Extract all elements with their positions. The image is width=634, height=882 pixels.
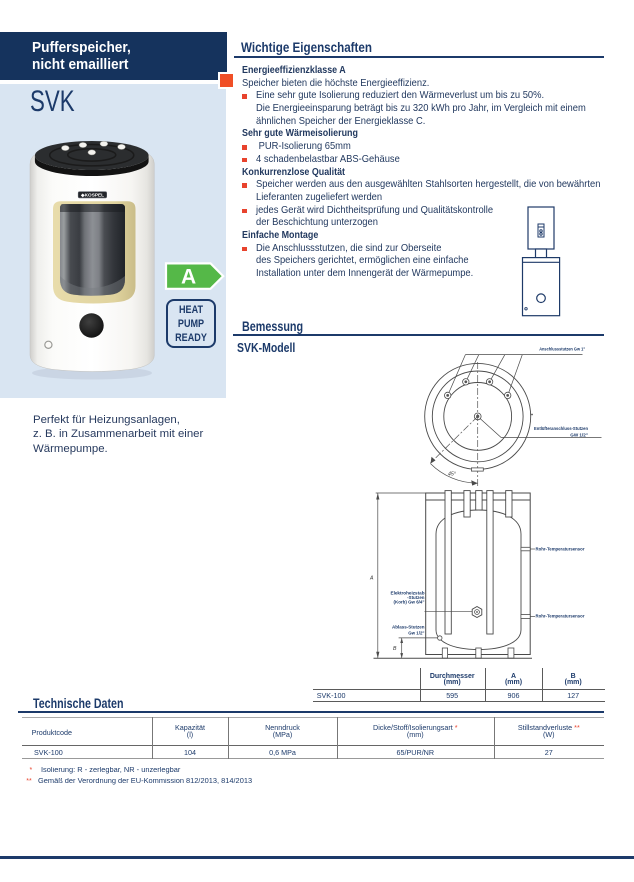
svg-text:B: B [393,646,397,652]
svg-text:GW 1/2": GW 1/2" [570,433,588,438]
svg-text:Rohr-Temperatursensor: Rohr-Temperatursensor [536,614,585,619]
svg-text:Ablass-Stutzen: Ablass-Stutzen [392,624,425,629]
svg-text:A: A [369,576,374,582]
svg-text:Elektroheizstab: Elektroheizstab [391,591,425,596]
svg-text:(Korb) Gw 6/4": (Korb) Gw 6/4" [394,599,425,604]
svg-text:A: A [181,266,196,289]
svg-text:-Stutzen: -Stutzen [407,595,425,600]
svg-text:Entlüfteranschluss-Stutzen: Entlüfteranschluss-Stutzen [534,426,588,431]
svg-text:Gw 1/2": Gw 1/2" [408,631,424,636]
svg-text:◆KOSPEL: ◆KOSPEL [80,192,104,197]
svg-text:45°: 45° [448,472,456,478]
svg-text:Anschlussstutzen Gw 1": Anschlussstutzen Gw 1" [539,347,585,352]
svg-text:Rohr-Temperatursensor: Rohr-Temperatursensor [536,547,585,552]
